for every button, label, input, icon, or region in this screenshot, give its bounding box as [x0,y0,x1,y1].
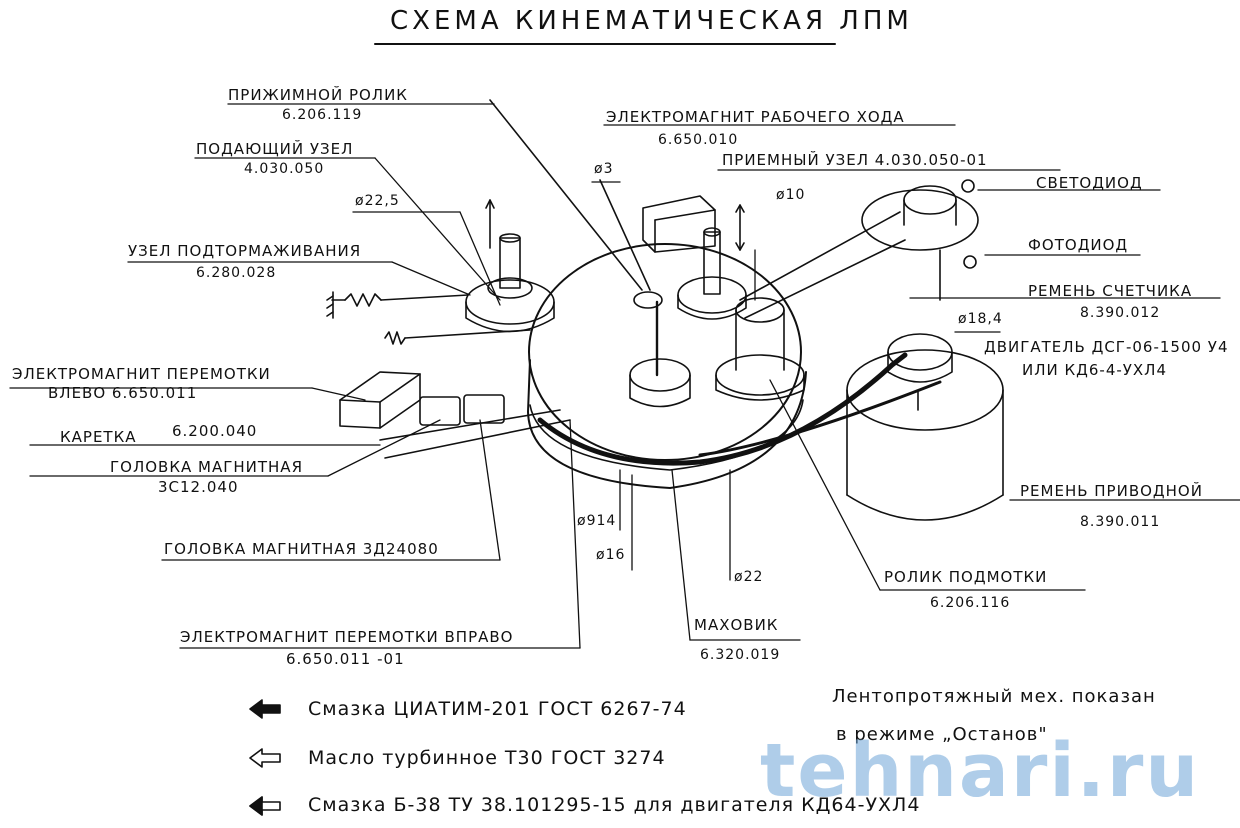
label-drive-belt: РЕМЕНЬ ПРИВОДНОЙ [1020,482,1203,500]
label-counter-belt: РЕМЕНЬ СЧЕТЧИКА [1028,282,1193,300]
label-brake-unit-code: 6.280.028 [196,265,277,281]
counter-wheel [739,179,979,319]
drive-belt [537,352,908,466]
label-rewind-left: ЭЛЕКТРОМАГНИТ ПЕРЕМОТКИ [12,365,271,383]
label-motor-alt: ИЛИ КД6-4-УХЛ4 [1022,361,1168,379]
hollow-arrow-icon [249,748,281,768]
label-d3: ø3 [594,161,614,177]
legend-item-3: Смазка Б-38 ТУ 38.101295-15 для двигател… [308,794,921,816]
mode-note-line-1: Лентопротяжный мех. показан [832,686,1156,707]
label-takeup-roller-code: 6.206.116 [930,595,1011,611]
diagram-title: СХЕМА КИНЕМАТИЧЕСКАЯ ЛПМ [390,6,913,36]
label-flywheel: МАХОВИК [694,616,779,634]
rewind-left-magnet [339,329,531,429]
label-takeup-roller: РОЛИК ПОДМОТКИ [884,568,1048,586]
label-head-1-code: 3С12.040 [158,478,239,496]
brake-spring [326,291,469,319]
label-led: СВЕТОДИОД [1036,174,1143,192]
label-d10: ø10 [776,187,806,203]
capstan [629,291,691,408]
mode-note-line-2: в режиме „Останов" [836,724,1048,745]
label-counter-belt-code: 8.390.012 [1080,305,1161,321]
work-electromagnet [642,195,745,253]
label-carriage: КАРЕТКА [60,428,137,446]
legend-item-1: Смазка ЦИАТИМ-201 ГОСТ 6267-74 [308,698,687,720]
label-d914: ø914 [577,513,617,529]
leader-lines [9,103,1240,649]
label-head-1: ГОЛОВКА МАГНИТНАЯ [110,458,303,476]
label-d22: ø22 [734,569,764,585]
watermark: tehnari.ru [760,728,1201,814]
label-supply-unit-code: 4.030.050 [244,161,325,177]
legend-icons [249,699,281,816]
motor [846,333,1004,521]
label-pressure-roller-code: 6.206.119 [282,107,363,123]
label-brake-unit: УЗЕЛ ПОДТОРМАЖИВАНИЯ [128,242,362,260]
label-d16: ø16 [596,547,626,563]
supply-spool [465,199,555,333]
label-work-magnet-code: 6.650.010 [658,132,739,148]
takeup-roller [715,297,805,401]
label-rewind-right-code: 6.650.011 -01 [286,650,405,668]
label-rewind-left-code: ВЛЕВО 6.650.011 [48,384,198,402]
label-d18-4: ø18,4 [958,311,1003,327]
label-takeup-unit: ПРИЕМНЫЙ УЗЕЛ 4.030.050-01 [722,151,988,169]
label-head-2: ГОЛОВКА МАГНИТНАЯ 3Д24080 [164,540,439,558]
label-carriage-code: 6.200.040 [172,422,258,440]
label-drive-belt-code: 8.390.011 [1080,514,1161,530]
label-photodiode: ФОТОДИОД [1028,236,1129,254]
legend-item-2: Масло турбинное Т30 ГОСТ 3274 [308,747,666,769]
label-d22-5: ø22,5 [355,193,400,209]
solid-arrow-icon [249,699,281,719]
label-work-magnet: ЭЛЕКТРОМАГНИТ РАБОЧЕГО ХОДА [606,108,905,126]
label-pressure-roller: ПРИЖИМНОЙ РОЛИК [228,86,408,104]
label-flywheel-code: 6.320.019 [700,647,781,663]
label-supply-unit: ПОДАЮЩИЙ УЗЕЛ [196,140,354,158]
counter-belt [739,211,906,319]
label-rewind-right: ЭЛЕКТРОМАГНИТ ПЕРЕМОТКИ ВПРАВО [180,628,514,646]
takeup-spool [677,227,747,320]
label-motor: ДВИГАТЕЛЬ ДСГ-06-1500 У4 [984,338,1229,356]
